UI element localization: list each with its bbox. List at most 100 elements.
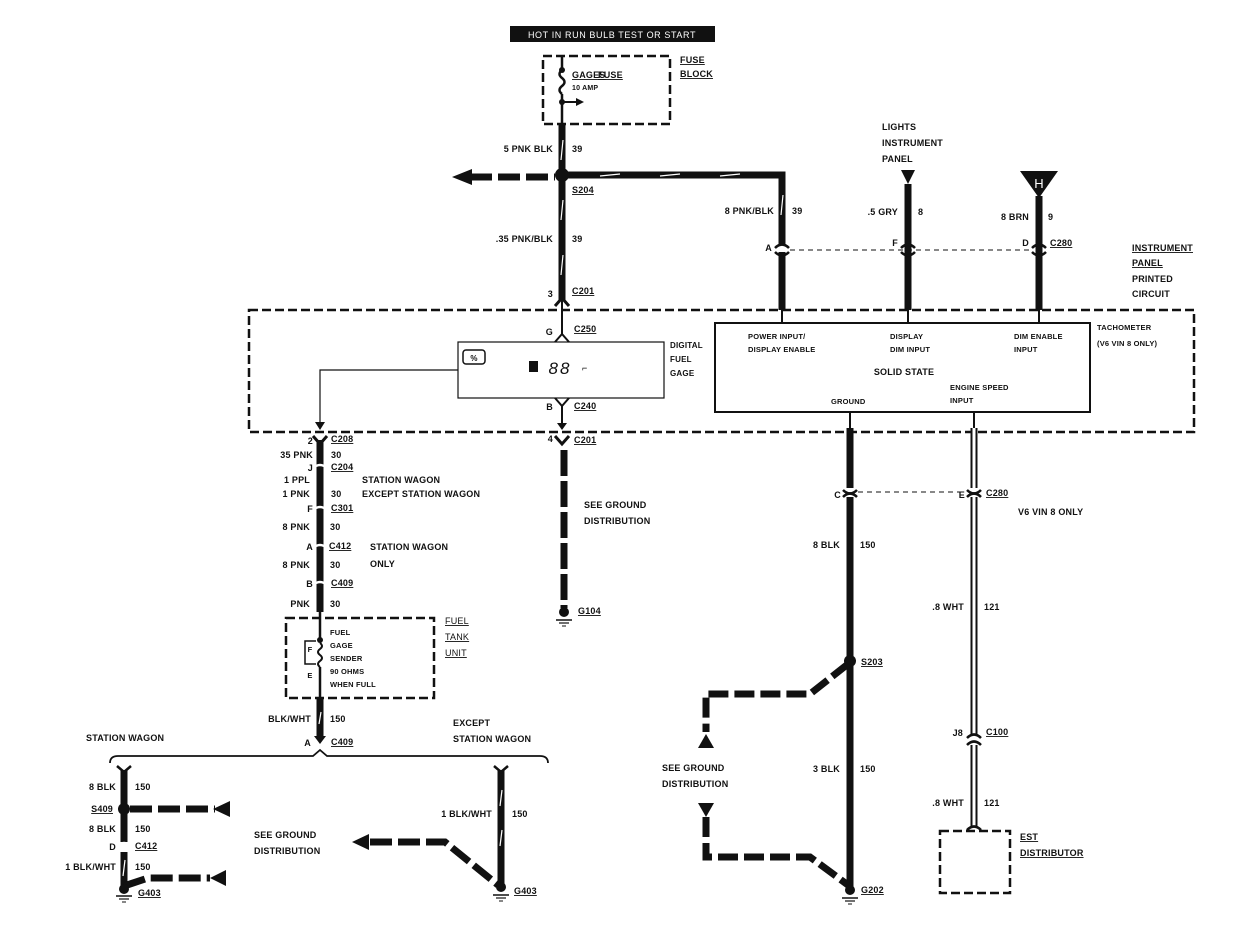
connector-label: C280: [1050, 238, 1072, 248]
wire-label: 8 BLK: [813, 540, 840, 550]
circuit-number: 30: [330, 560, 340, 570]
sender-label-2: GAGE: [330, 641, 353, 650]
arrow-left-icon: [210, 870, 226, 886]
wire-note: V6 VIN 8 ONLY: [1018, 507, 1083, 517]
connector-label: C412: [135, 841, 157, 851]
pin-label: B: [306, 579, 313, 589]
see-ground-note-1: SEE GROUND: [584, 500, 647, 510]
pin-label: B: [546, 402, 553, 412]
circuit-number: 150: [135, 782, 151, 792]
wire-label: 1 PNK: [282, 489, 310, 499]
connector-label: C201: [572, 286, 594, 296]
arrow-right-icon: [352, 834, 369, 850]
wire-label: 3 BLK: [813, 764, 840, 774]
circuit-number: 39: [572, 144, 582, 154]
circuit-number: 150: [330, 714, 346, 724]
see-ground-note-1: SEE GROUND: [254, 830, 317, 840]
pin-label: C: [834, 490, 841, 500]
wire-to-ground-distribution: [370, 838, 501, 888]
wire-label: 35 PNK: [280, 450, 313, 460]
fuel-pump-icon: [529, 361, 538, 372]
lights-label-2: INSTRUMENT: [882, 138, 943, 148]
digital-fuel-gage-module: [457, 341, 665, 399]
wire-label: PNK: [290, 599, 310, 609]
pin-label: J8: [953, 728, 963, 738]
connector-label: C250: [574, 324, 596, 334]
station-wagon-title: STATION WAGON: [86, 733, 164, 743]
fuse-element-icon: [558, 69, 566, 95]
wire-label: .5 GRY: [868, 207, 898, 217]
sender-label-4: 90 OHMS: [330, 667, 364, 676]
wire-label: 8 PNK: [282, 522, 310, 532]
wire-label: BLK/WHT: [268, 714, 311, 724]
tach-input-power-1: POWER INPUT/: [748, 332, 806, 341]
printed-circuit-label-4: CIRCUIT: [1132, 289, 1170, 299]
circuit-number: 150: [135, 862, 151, 872]
pin-label: E: [959, 490, 965, 500]
tach-title-1: TACHOMETER: [1097, 323, 1152, 332]
connector-label: C201: [574, 435, 596, 445]
printed-circuit-label-1: INSTRUMENT: [1132, 243, 1193, 253]
est-label-1: EST: [1020, 832, 1038, 842]
sender-label-1: FUEL: [330, 628, 351, 637]
h-feed-symbol: [1020, 171, 1058, 198]
circuit-number: 30: [331, 450, 341, 460]
power-source-banner: [510, 26, 715, 42]
arrow-left-icon: [213, 801, 230, 817]
ground-label: G202: [861, 885, 884, 895]
connector-label: C412: [329, 541, 351, 551]
circuit-number: 150: [860, 540, 876, 550]
gage-indicator-icon: [462, 349, 486, 365]
tach-solid-state: SOLID STATE: [874, 367, 934, 377]
power-source-label: HOT IN RUN BULB TEST OR START: [528, 30, 696, 40]
connector-c409-b: [312, 580, 328, 586]
wire-label: 8 PNK/BLK: [725, 206, 775, 216]
sender-full-mark: F: [308, 645, 313, 654]
wire-label: 1 BLK/WHT: [441, 809, 492, 819]
connector-label: C240: [574, 401, 596, 411]
wire-label: 1 BLK/WHT: [65, 862, 116, 872]
wire-label: 1 PPL: [284, 475, 310, 485]
see-ground-note-2: DISTRIBUTION: [662, 779, 728, 789]
tach-input-dim-1: DISPLAY: [890, 332, 923, 341]
wire-39-tach: [562, 171, 786, 245]
instrument-panel-printed-circuit-boundary: [247, 308, 1196, 434]
ground-label: G403: [514, 886, 537, 896]
pin-label: D: [1022, 238, 1029, 248]
circuit-number: 8: [918, 207, 923, 217]
see-ground-note-2: DISTRIBUTION: [254, 846, 320, 856]
pin-label: 3: [548, 289, 553, 299]
pin-label: A: [765, 243, 772, 253]
circuit-number: 9: [1048, 212, 1053, 222]
ground-symbol-icon: [116, 895, 132, 903]
gage-indicator-glyph: %: [470, 354, 477, 363]
tach-input-power-2: DISPLAY ENABLE: [748, 345, 815, 354]
wire-label: 8 BLK: [89, 824, 116, 834]
splice-label: S203: [861, 657, 883, 667]
gage-label-1: DIGITAL: [670, 341, 703, 350]
wire-label: 8 PNK: [282, 560, 310, 570]
connector-label: C301: [331, 503, 353, 513]
fuse-word: FUSE: [598, 70, 623, 80]
printed-circuit-label-3: PRINTED: [1132, 274, 1173, 284]
connector-label: C280: [986, 488, 1008, 498]
connector-c280-pins: [774, 243, 1047, 257]
fuse-rating: 10 AMP: [572, 85, 598, 92]
connector-c412: [312, 543, 328, 549]
tach-speed-2: INPUT: [950, 396, 974, 405]
printed-circuit-label-2: PANEL: [1132, 258, 1163, 268]
see-ground-note-1: SEE GROUND: [662, 763, 725, 773]
arrow-left-icon: [452, 169, 472, 185]
wire-label: .8 WHT: [932, 602, 964, 612]
pin-label: A: [306, 542, 313, 552]
wire-note: ONLY: [370, 559, 395, 569]
gage-unit-icon: ⌐: [582, 363, 587, 373]
wire-to-ground-distribution: [702, 661, 851, 732]
pin-label: 2: [308, 436, 313, 446]
see-ground-note-2: DISTRIBUTION: [584, 516, 650, 526]
pin-label: J: [308, 463, 313, 473]
wire-note: STATION WAGON: [370, 542, 448, 552]
gage-label-3: GAGE: [670, 369, 695, 378]
wire-label: 8 BLK: [89, 782, 116, 792]
connector-label: C204: [331, 462, 353, 472]
